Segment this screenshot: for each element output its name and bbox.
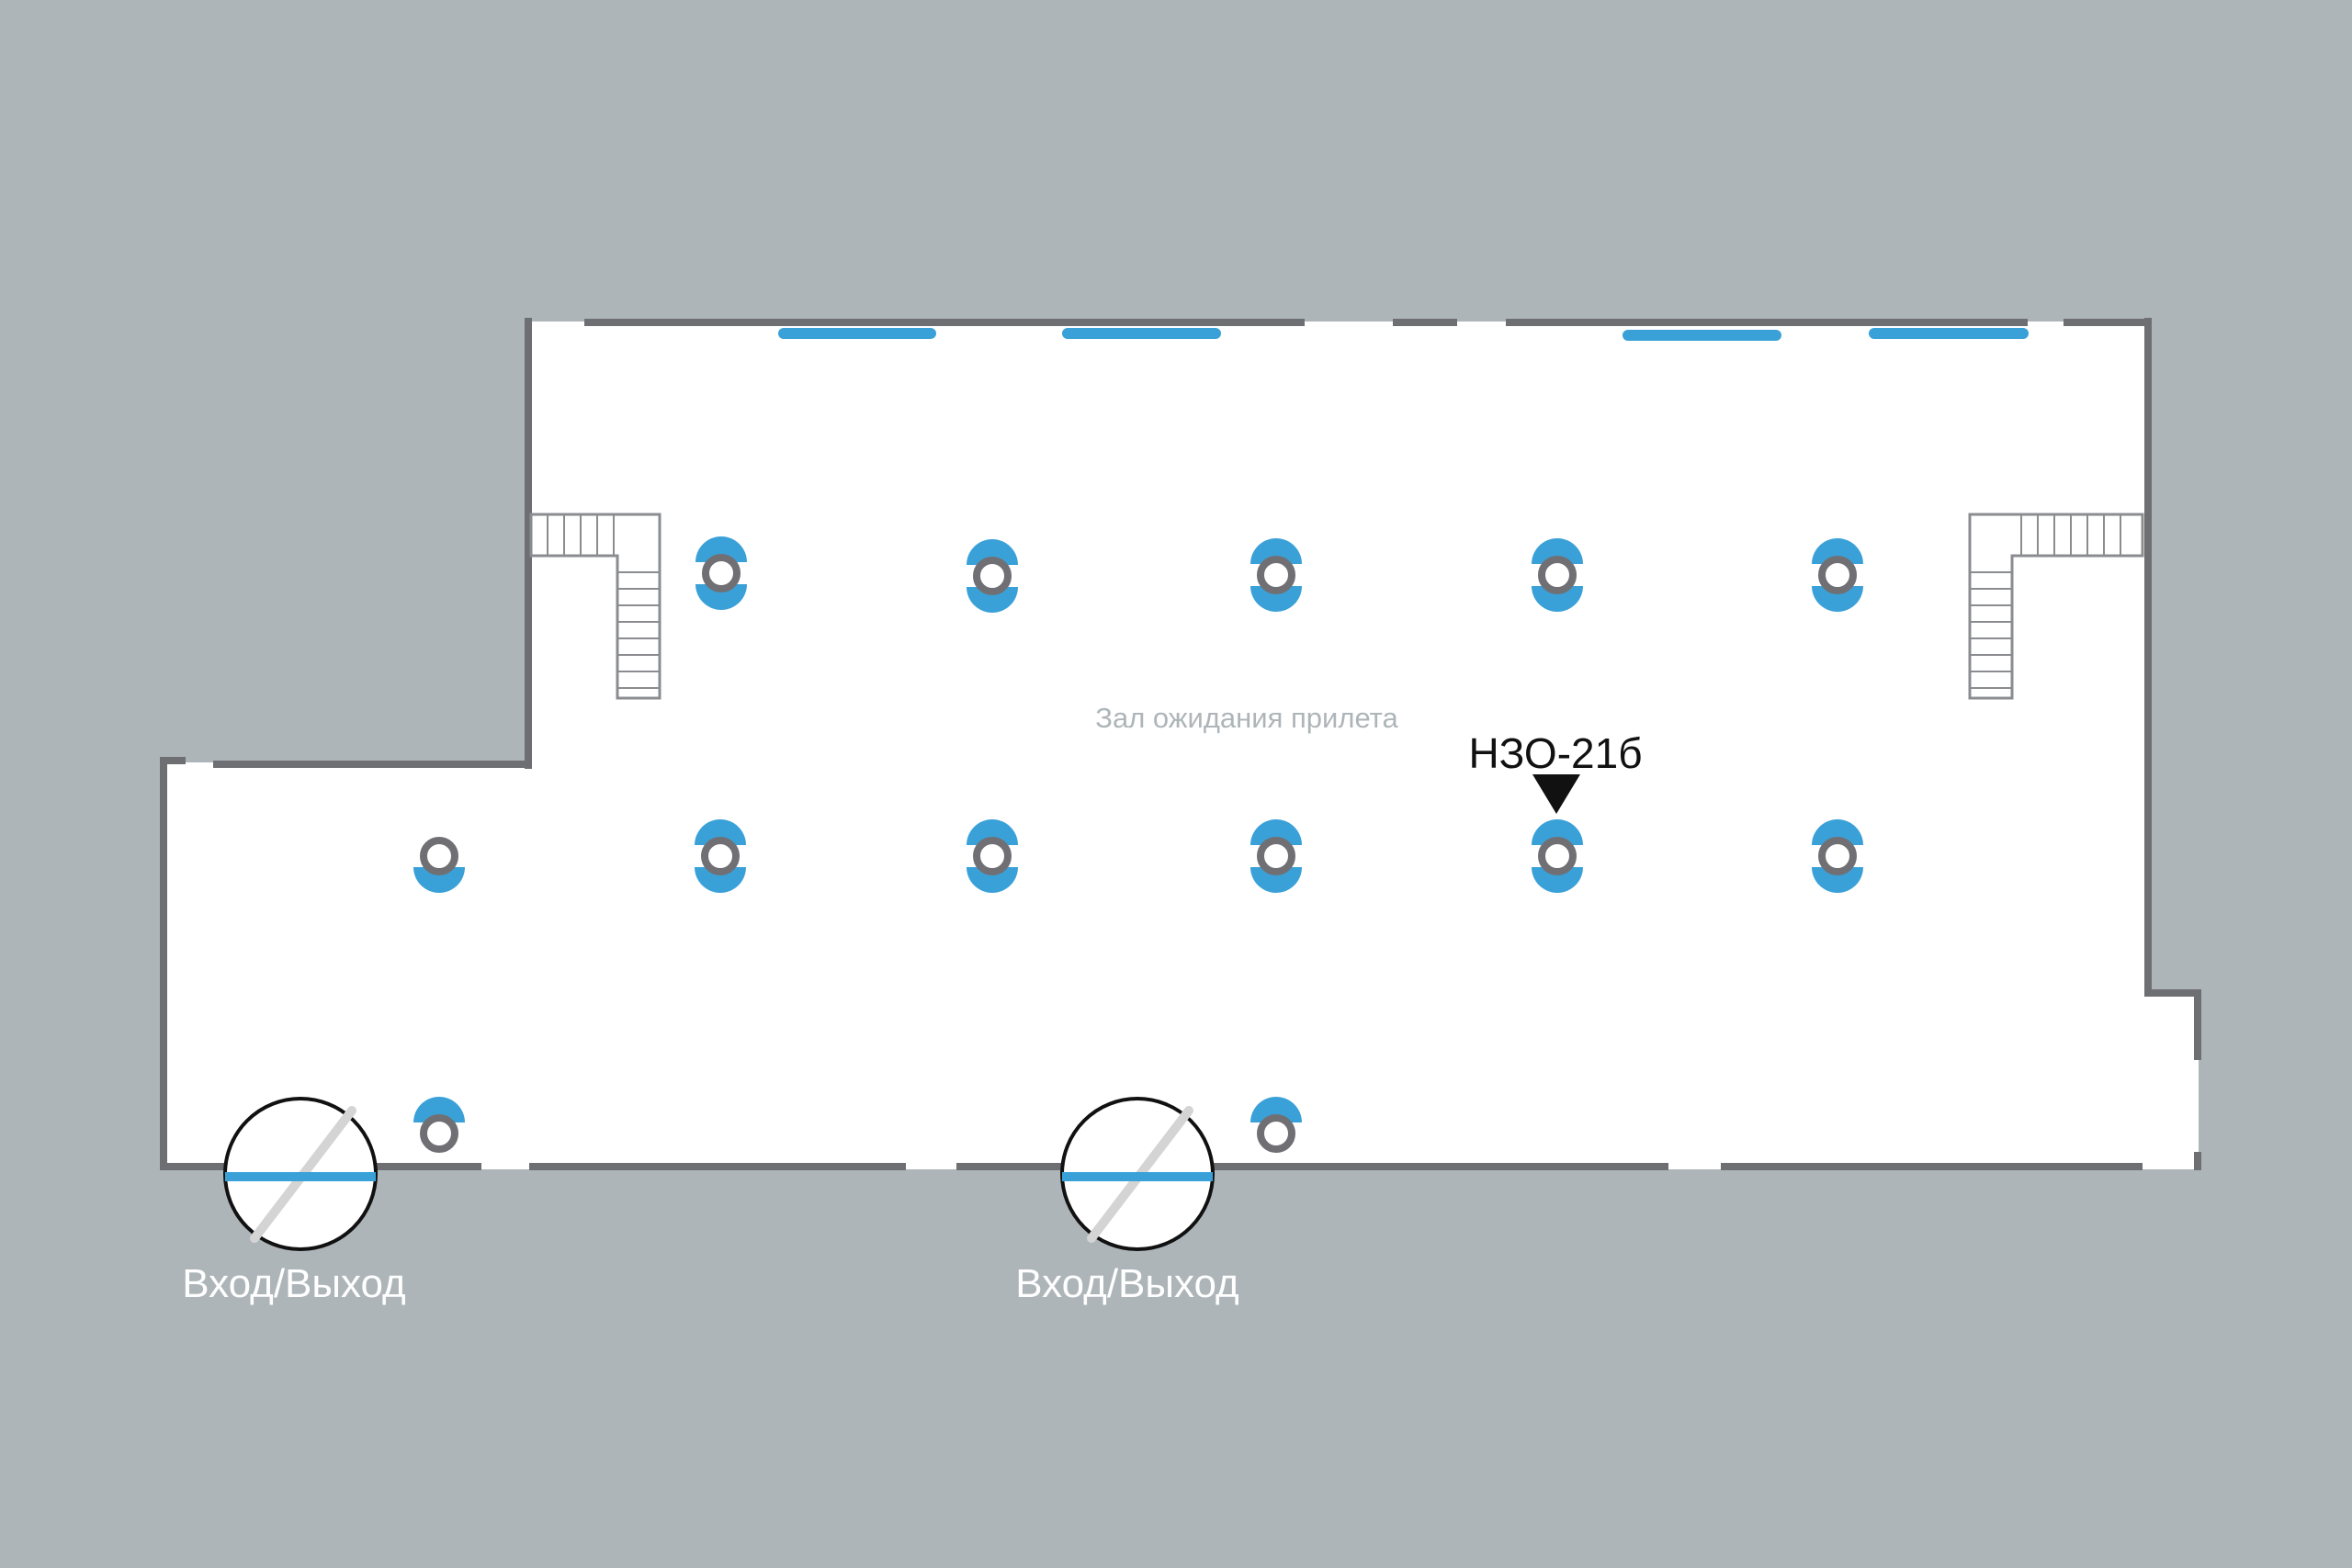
columns <box>413 536 1863 1153</box>
marker-label: НЗО-21б <box>1468 729 1642 777</box>
marker-nzo-21b[interactable]: НЗО-21б <box>1468 729 1643 814</box>
floor-area <box>164 321 2199 1169</box>
column-icon <box>1812 819 1863 893</box>
staircase-left-icon <box>529 513 662 700</box>
column-icon <box>413 837 465 893</box>
column-icon <box>1812 538 1863 612</box>
revolving-door-icon <box>1060 1097 1215 1251</box>
exit-label: Вход/Выход <box>182 1261 405 1306</box>
column-icon <box>695 819 746 893</box>
column-icon <box>967 539 1018 613</box>
exit-label: Вход/Выход <box>1015 1261 1238 1306</box>
column-icon <box>695 536 747 610</box>
hall-label: Зал ожидания прилета <box>1095 702 1398 734</box>
staircase-right-icon <box>1968 513 2144 700</box>
exit-left[interactable]: Вход/Выход <box>182 1097 406 1306</box>
triangle-down-icon <box>1532 774 1580 814</box>
column-icon <box>1532 538 1583 612</box>
column-icon <box>1250 1097 1302 1153</box>
exit-right[interactable]: Вход/Выход <box>1015 1097 1239 1306</box>
windows <box>778 328 2029 341</box>
column-icon <box>413 1097 465 1153</box>
revolving-door-icon <box>223 1097 378 1251</box>
column-icon <box>967 819 1018 893</box>
column-icon <box>1250 819 1302 893</box>
column-icon <box>1250 538 1302 612</box>
column-icon <box>1532 819 1583 893</box>
walls <box>160 318 2201 1170</box>
